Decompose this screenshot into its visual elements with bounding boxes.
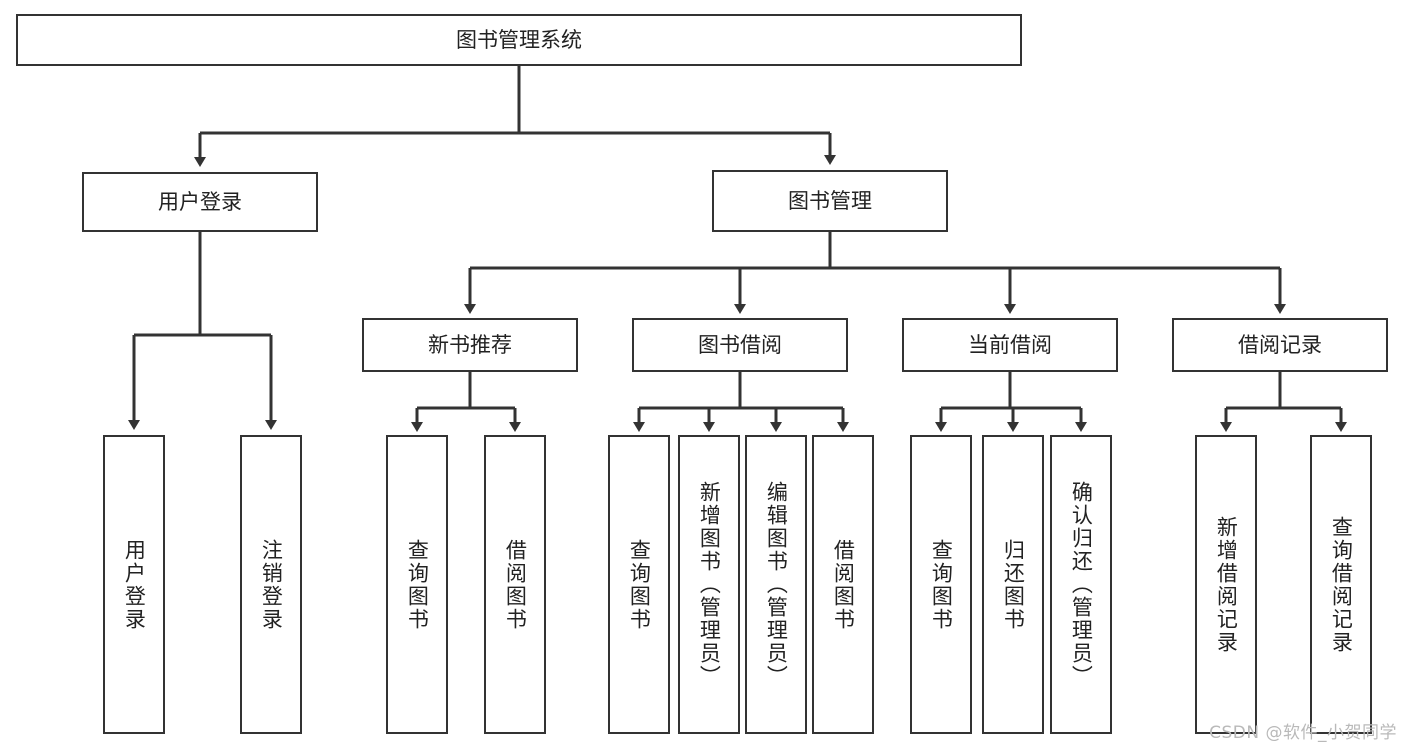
- node-leaf-return-book-label: 归还图书: [1001, 538, 1026, 631]
- node-leaf-add-book[interactable]: 新增图书（管理员）: [678, 435, 740, 734]
- node-leaf-confirm-return-label: 确认归还（管理员）: [1069, 481, 1094, 688]
- node-leaf-borrow-book-2[interactable]: 借阅图书: [812, 435, 874, 734]
- node-leaf-edit-book[interactable]: 编辑图书（管理员）: [745, 435, 807, 734]
- node-leaf-add-record[interactable]: 新增借阅记录: [1195, 435, 1257, 734]
- node-leaf-query-book-1[interactable]: 查询图书: [386, 435, 448, 734]
- node-current-borrow-label: 当前借阅: [968, 332, 1052, 357]
- node-leaf-return-book[interactable]: 归还图书: [982, 435, 1044, 734]
- node-current-borrow[interactable]: 当前借阅: [902, 318, 1118, 372]
- node-book-management[interactable]: 图书管理: [712, 170, 948, 232]
- node-leaf-confirm-return[interactable]: 确认归还（管理员）: [1050, 435, 1112, 734]
- node-leaf-borrow-book-2-label: 借阅图书: [831, 538, 856, 631]
- node-leaf-edit-book-label: 编辑图书（管理员）: [764, 481, 789, 688]
- node-leaf-borrow-book-1-label: 借阅图书: [503, 538, 528, 631]
- node-book-management-label: 图书管理: [788, 188, 872, 213]
- node-leaf-query-book-2[interactable]: 查询图书: [608, 435, 670, 734]
- node-borrow-record-label: 借阅记录: [1238, 332, 1322, 357]
- node-leaf-borrow-book-1[interactable]: 借阅图书: [484, 435, 546, 734]
- node-leaf-query-record-label: 查询借阅记录: [1329, 515, 1354, 654]
- node-leaf-query-book-2-label: 查询图书: [627, 538, 652, 631]
- node-leaf-add-book-label: 新增图书（管理员）: [697, 481, 722, 688]
- node-leaf-logout-label: 注销登录: [259, 538, 284, 631]
- watermark: CSDN @软件_小贺同学: [1209, 723, 1397, 743]
- node-leaf-add-record-label: 新增借阅记录: [1214, 515, 1239, 654]
- node-leaf-query-book-3[interactable]: 查询图书: [910, 435, 972, 734]
- node-leaf-query-record[interactable]: 查询借阅记录: [1310, 435, 1372, 734]
- node-new-book-recommend-label: 新书推荐: [428, 332, 512, 357]
- node-leaf-user-login-label: 用户登录: [122, 538, 147, 631]
- node-new-book-recommend[interactable]: 新书推荐: [362, 318, 578, 372]
- node-leaf-query-book-1-label: 查询图书: [405, 538, 430, 631]
- node-leaf-logout[interactable]: 注销登录: [240, 435, 302, 734]
- node-leaf-user-login[interactable]: 用户登录: [103, 435, 165, 734]
- node-user-login-label: 用户登录: [158, 189, 242, 214]
- node-borrow-record[interactable]: 借阅记录: [1172, 318, 1388, 372]
- node-book-borrow-label: 图书借阅: [698, 332, 782, 357]
- node-root[interactable]: 图书管理系统: [16, 14, 1022, 66]
- node-root-label: 图书管理系统: [456, 27, 582, 52]
- node-user-login[interactable]: 用户登录: [82, 172, 318, 232]
- node-book-borrow[interactable]: 图书借阅: [632, 318, 848, 372]
- node-leaf-query-book-3-label: 查询图书: [929, 538, 954, 631]
